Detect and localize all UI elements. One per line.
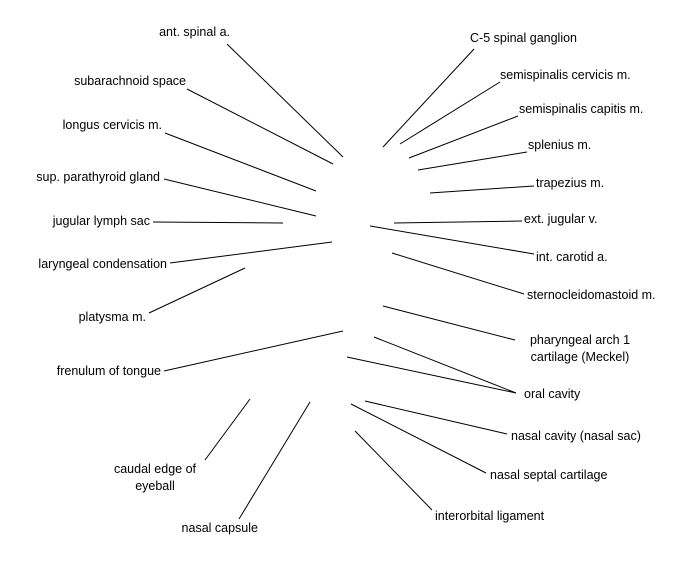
label-trapezius: trapezius m. xyxy=(536,176,605,190)
label-semispinalis-capitis: semispinalis capitis m. xyxy=(519,102,644,116)
leader-platysma xyxy=(148,267,246,314)
leader-pharyngeal-arch xyxy=(382,305,516,341)
leader-semispinalis-capitis xyxy=(408,115,519,159)
label-jugular-lymph-sac: jugular lymph sac xyxy=(52,214,150,228)
label-ext-jugular: ext. jugular v. xyxy=(524,212,598,226)
label-sternocleidomastoid: sternocleidomastoid m. xyxy=(527,288,656,302)
label-nasal-septal: nasal septal cartilage xyxy=(490,468,608,482)
leader-longus-cervicis xyxy=(164,132,317,192)
leader-nasal-capsule xyxy=(238,401,311,520)
leader-sup-parathyroid xyxy=(163,178,317,217)
leader-frenulum xyxy=(163,330,344,372)
label-laryngeal-condensation: laryngeal condensation xyxy=(38,257,167,271)
label-oral-cavity: oral cavity xyxy=(524,387,581,401)
label-nasal-capsule: nasal capsule xyxy=(181,521,258,535)
leader-subarachnoid xyxy=(186,88,334,165)
leader-int-carotid xyxy=(369,225,535,255)
leader-caudal-edge xyxy=(204,398,251,461)
label-ant-spinal: ant. spinal a. xyxy=(159,25,230,39)
label-frenulum: frenulum of tongue xyxy=(56,364,161,378)
label-int-carotid: int. carotid a. xyxy=(536,250,608,264)
leader-ext-jugular xyxy=(393,220,523,224)
label-sup-parathyroid: sup. parathyroid gland xyxy=(36,170,160,184)
leader-oral-cavity-b xyxy=(346,356,517,394)
leader-semispinalis-cervicis xyxy=(399,81,501,145)
label-c5-ganglion: C-5 spinal ganglion xyxy=(470,31,578,45)
leader-interorbital xyxy=(354,430,433,511)
leader-c5-ganglion xyxy=(382,48,475,148)
leader-sternocleidomastoid xyxy=(391,252,525,295)
leader-ant-spinal xyxy=(226,43,344,158)
leader-nasal-septal xyxy=(350,403,487,474)
label-semispinalis-cervicis: semispinalis cervicis m. xyxy=(500,68,631,82)
leader-nasal-cavity xyxy=(364,400,508,435)
label-platysma: platysma m. xyxy=(78,310,146,324)
label-longus-cervicis: longus cervicis m. xyxy=(62,118,162,132)
label-pharyngeal-arch: pharyngeal arch 1 cartilage (Meckel) xyxy=(529,333,631,364)
leader-oral-cavity-a xyxy=(373,336,517,394)
leader-jugular-lymph-sac xyxy=(152,221,284,224)
label-splenius: splenius m. xyxy=(528,138,592,152)
leader-splenius xyxy=(417,151,528,171)
leader-laryngeal-condensation xyxy=(169,241,333,264)
label-caudal-edge: caudal edge of eyeball xyxy=(113,462,196,493)
label-interorbital: interorbital ligament xyxy=(435,509,545,523)
label-nasal-cavity: nasal cavity (nasal sac) xyxy=(511,429,641,443)
label-subarachnoid: subarachnoid space xyxy=(74,74,186,88)
leader-trapezius xyxy=(429,185,535,194)
